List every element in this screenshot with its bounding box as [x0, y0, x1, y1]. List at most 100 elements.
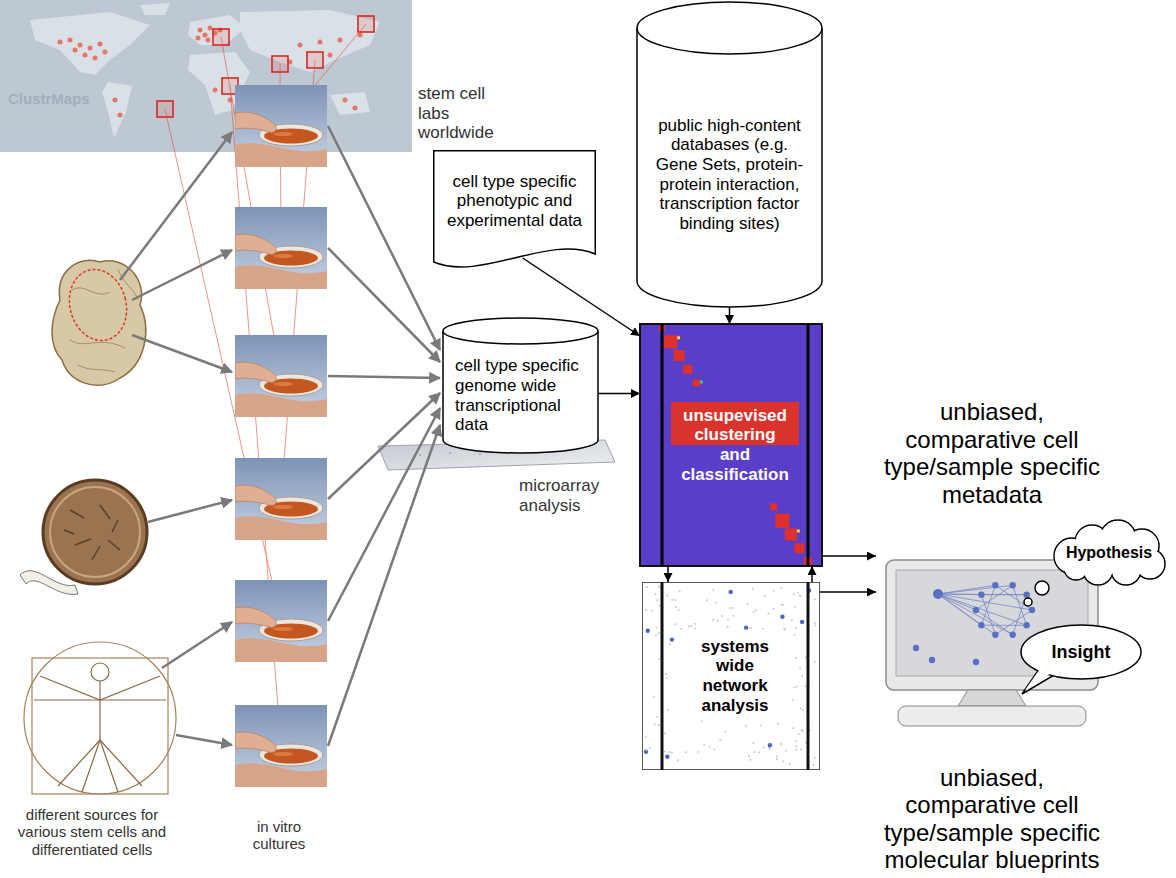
network-box-outline [782, 760, 784, 762]
visitor-dot [208, 26, 213, 31]
network-box-outline [649, 747, 651, 749]
network-box-outline [697, 751, 699, 753]
computer-outline [1009, 582, 1015, 588]
source-arrow [328, 376, 440, 378]
computer-outline [958, 690, 1026, 706]
culture-photo [235, 85, 327, 167]
network-box-outline [703, 744, 705, 746]
network-box-outline [706, 599, 708, 601]
network-box-outline [666, 594, 668, 596]
network-box-outline [747, 603, 749, 605]
network-box-outline [645, 609, 647, 611]
node-text: unsupevised clustering and classificatio… [679, 406, 791, 484]
thought-bubble-outline [1035, 581, 1049, 595]
network-box-outline [780, 743, 782, 745]
network-box-outline [728, 590, 732, 594]
network-box-outline [645, 735, 647, 737]
cluster-matrix: unsupevised clustering and classificatio… [640, 324, 822, 566]
visitor-dot [213, 88, 218, 93]
network-box-outline [655, 634, 657, 636]
cell-culture-drawing [20, 571, 78, 595]
network-box-outline [713, 589, 715, 591]
speech-bubble-outline [1025, 666, 1054, 690]
cluster-matrix-outline [683, 365, 692, 374]
network-box-outline [795, 740, 797, 742]
cluster-matrix-outline [659, 325, 812, 565]
culture-photo [235, 207, 327, 289]
continent-shape [102, 82, 132, 138]
cluster-matrix-outline [674, 350, 685, 361]
embryo-drawing [52, 260, 146, 385]
visitor-dot [93, 56, 98, 61]
computer-outline [938, 594, 976, 610]
node-text: Hypothesis [1066, 544, 1152, 562]
visitor-dot [103, 50, 108, 55]
culture-photo [235, 580, 327, 662]
network-box-outline [801, 675, 803, 677]
network-box-outline [658, 585, 660, 587]
vitruvian-drawing [82, 740, 118, 792]
network-box-outline [780, 587, 782, 589]
network-box-outline [749, 759, 751, 761]
network-box-outline [807, 582, 810, 770]
continent-shape [140, 3, 170, 15]
source-arrow [328, 393, 440, 499]
visitor-dot [98, 42, 103, 47]
visitor-dot [58, 40, 63, 45]
computer-outline [929, 657, 935, 663]
network-box-outline [666, 677, 668, 679]
network-box-outline [800, 595, 802, 597]
vitruvian-drawing [40, 676, 160, 700]
network-box-outline [748, 755, 750, 757]
network-box-outline [795, 657, 797, 659]
vitruvian-drawing [24, 642, 176, 794]
network-box-outline [796, 686, 798, 688]
flow-arrow [598, 393, 640, 395]
network-box-outline [800, 708, 802, 710]
lab-link-line [165, 24, 366, 746]
source-arrow [120, 126, 440, 746]
network-box-outline [690, 625, 692, 627]
network-box-outline [685, 751, 687, 753]
culture-photo [235, 85, 327, 787]
network-box-outline [792, 699, 794, 701]
network-box-outline [729, 607, 731, 609]
cluster-matrix-outline [700, 381, 703, 384]
computer-outline [976, 585, 1013, 610]
world-map [0, 0, 412, 152]
computer-outline [933, 589, 943, 599]
microarray-slide [479, 453, 481, 455]
cluster-matrix-outline [770, 503, 777, 510]
network-box-outline [750, 627, 752, 629]
network-box-outline [721, 615, 723, 617]
network-box-outline [651, 609, 653, 611]
computer-outline [978, 622, 984, 628]
node-text: public high-content databases (e.g. Gene… [650, 116, 810, 233]
visitor-dot [68, 38, 73, 43]
vitruvian-drawing [91, 663, 109, 681]
speech-bubble: Insight [1020, 624, 1142, 680]
vitruvian-drawing [58, 740, 142, 786]
network-box-outline [784, 629, 786, 631]
network-box-outline [694, 623, 696, 625]
network-box-outline [675, 606, 677, 608]
continent-shape [188, 15, 245, 45]
cluster-matrix-outline [797, 529, 800, 532]
source-arrow [132, 335, 232, 372]
thought-bubble: Hypothesis [1050, 522, 1168, 584]
visitor-dot [83, 53, 88, 58]
cluster-matrix-outline [677, 336, 680, 339]
network-box-outline [758, 751, 760, 753]
network-box-outline [701, 720, 703, 722]
culture-photo [235, 458, 327, 540]
network-box-outline [717, 620, 719, 622]
node-text: Insight [1052, 642, 1111, 663]
database-cylinder-outline [637, 28, 822, 307]
visitor-dot [206, 38, 211, 43]
computer-outline [1013, 595, 1027, 635]
network-box-outline [670, 637, 674, 641]
network-box-outline [664, 750, 666, 752]
network-box-outline [745, 725, 747, 727]
embryo-drawing [70, 270, 138, 372]
